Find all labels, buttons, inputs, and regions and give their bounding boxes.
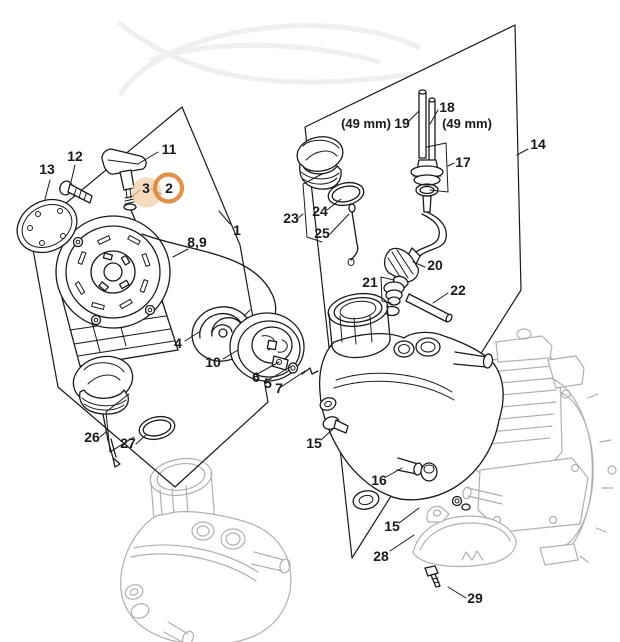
part-label-dim-18: (49 mm) <box>442 116 492 131</box>
part-label-28: 28 <box>373 548 389 564</box>
grommet-part-21 <box>383 275 409 317</box>
highlight-ring <box>152 172 185 204</box>
fuel-tank-part-14 <box>318 292 504 510</box>
part-label-20: 20 <box>427 257 443 273</box>
part-label-3: 3 <box>142 180 150 196</box>
part-label-6: 6 <box>252 369 260 385</box>
part-label-29: 29 <box>467 590 483 606</box>
part-label-15a: 15 <box>306 435 322 451</box>
cap-o-ring <box>327 181 365 207</box>
screw-part-29 <box>424 565 441 588</box>
part-label-23: 23 <box>283 210 299 226</box>
tank-vent-part-17 <box>410 159 447 257</box>
part-label-12: 12 <box>67 148 83 164</box>
right-panel-outline <box>304 24 522 559</box>
part-label-8-9: 8,9 <box>187 234 207 250</box>
reference-fuel-tank-faded <box>120 457 292 642</box>
o-ring-part-27 <box>138 415 176 441</box>
part-label-16: 16 <box>371 472 387 488</box>
clip-part-7 <box>301 367 319 375</box>
fuel-cap-part-26 <box>72 355 134 468</box>
starter-housing-part-1 <box>55 215 179 367</box>
part-label-17: 17 <box>455 154 471 170</box>
part-label-22: 22 <box>450 282 466 298</box>
washer-part-5 <box>287 362 299 374</box>
screw-part-12 <box>59 180 93 204</box>
part-label-13: 13 <box>39 161 55 177</box>
part-label-11: 11 <box>162 141 177 157</box>
part-label-21: 21 <box>362 274 378 290</box>
vent-tube-part-19 <box>418 89 427 159</box>
cover-plate-part-13 <box>16 198 78 254</box>
vent-tube-part-18 <box>428 97 436 164</box>
tank-cap-part-24 <box>296 136 344 190</box>
part-label-10: 10 <box>205 354 221 370</box>
part-2-highlight <box>131 172 185 208</box>
starter-handle-part-11 <box>101 148 147 199</box>
part-label-5: 5 <box>264 375 272 391</box>
part-label-19: 19 <box>394 115 410 131</box>
part-label-18: 18 <box>439 99 455 115</box>
bushing-part-16 <box>420 462 438 482</box>
part-label-1: 1 <box>233 222 241 238</box>
part-label-15b: 15 <box>384 518 400 534</box>
spring-clip-part-3 <box>123 195 137 211</box>
leader-lines <box>44 109 529 599</box>
reference-guard-tray-faded <box>412 505 517 568</box>
fuel-filter-part-20 <box>383 247 421 283</box>
nut-part-15b <box>451 495 471 511</box>
part-label-26: 26 <box>84 429 100 445</box>
cap-retainer-part-25 <box>347 203 359 266</box>
part-label-14: 14 <box>530 136 546 152</box>
part-label-4: 4 <box>174 335 182 351</box>
part-label-dim-19: (49 mm) <box>341 116 391 131</box>
part-label-7: 7 <box>275 380 283 396</box>
part-label-24: 24 <box>312 203 328 219</box>
ghost-watermark <box>116 20 422 97</box>
fuel-hose-part-22 <box>405 293 453 323</box>
part-label-27: 27 <box>120 435 136 451</box>
part-label-25: 25 <box>314 225 330 241</box>
part-label-2: 2 <box>165 180 173 196</box>
